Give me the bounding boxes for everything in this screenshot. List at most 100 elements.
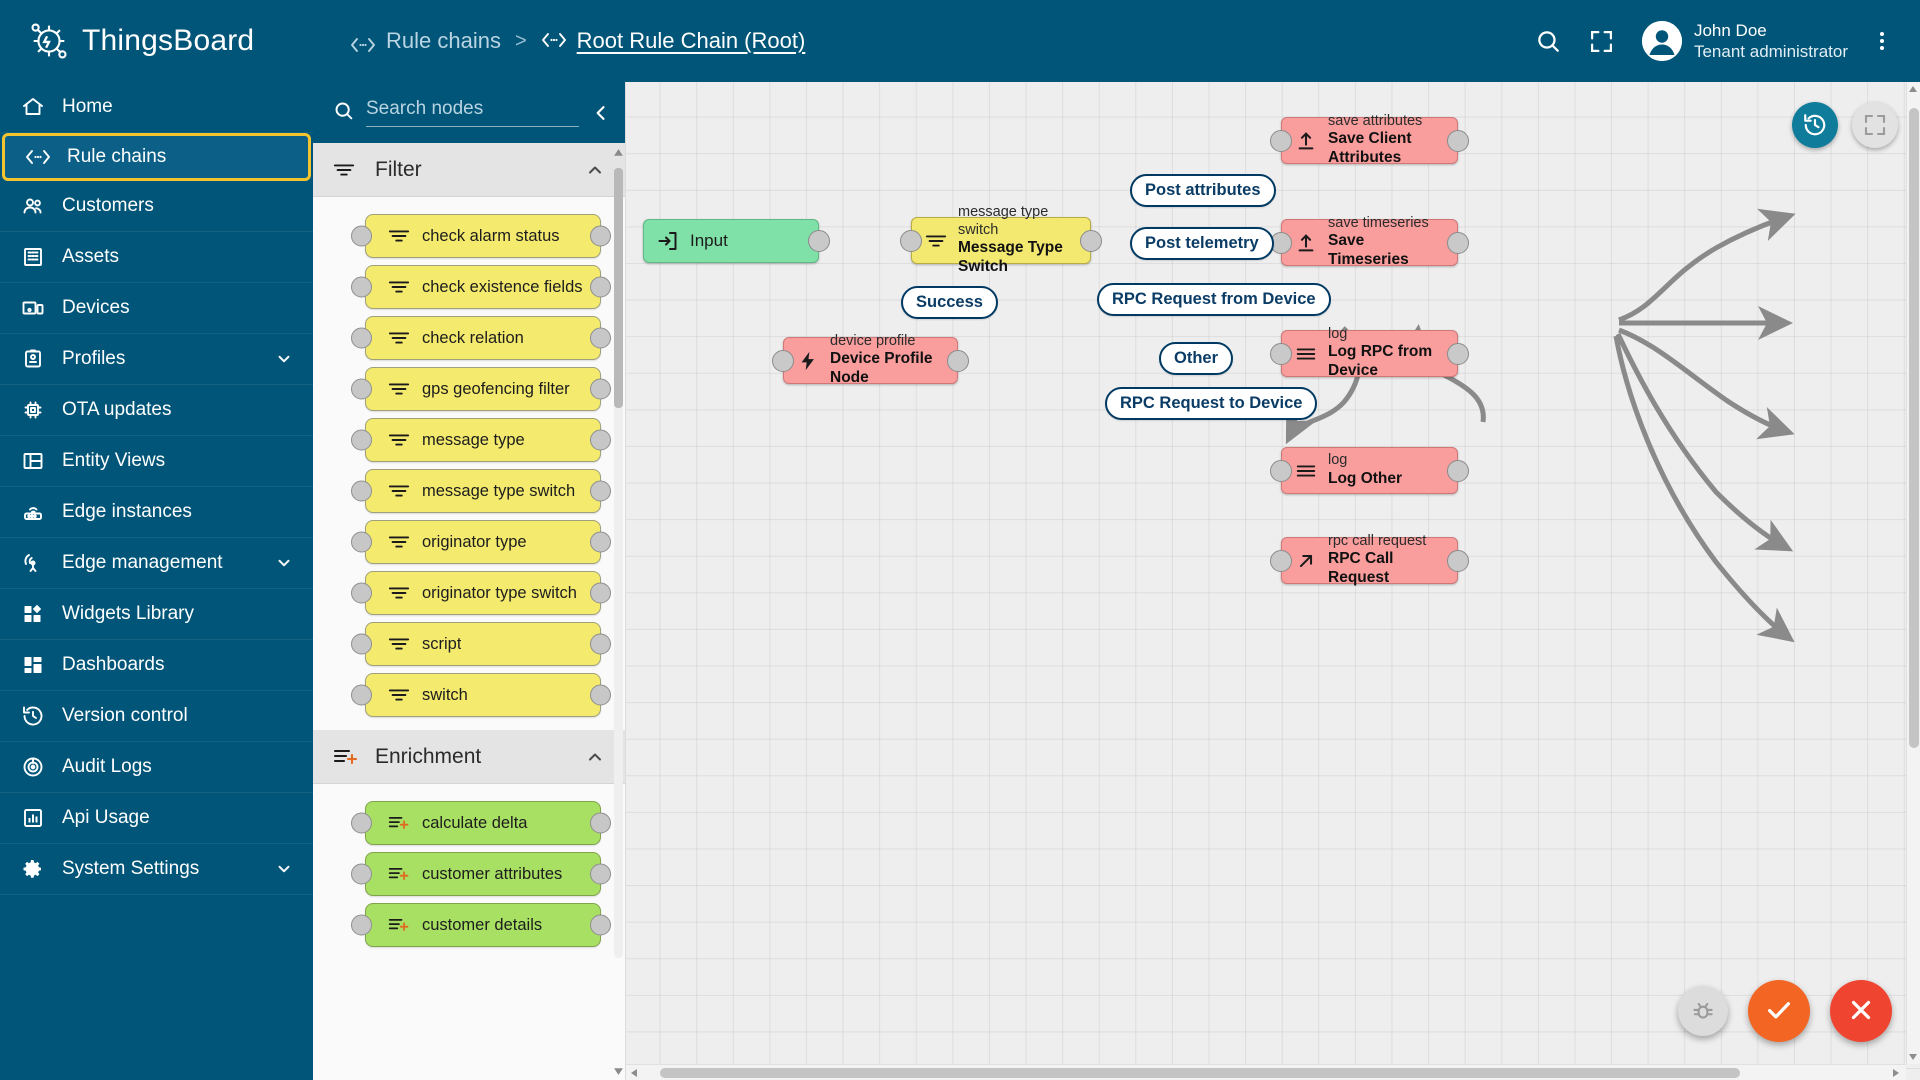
node-input-port[interactable]	[351, 914, 372, 936]
rule-node-input[interactable]: Input	[643, 219, 830, 263]
canvas-scroll-right-arrow[interactable]	[1890, 1068, 1900, 1078]
user-menu[interactable]: John Doe Tenant administrator	[1641, 20, 1848, 63]
apply-changes-button[interactable]	[1748, 980, 1810, 1042]
sidebar-item-system-settings[interactable]: System Settings	[0, 844, 313, 895]
chevron-left-icon[interactable]	[591, 103, 611, 123]
node-input-port[interactable]	[1270, 342, 1292, 365]
connection-label[interactable]: Post telemetry	[1130, 227, 1274, 260]
node-input-port[interactable]	[351, 225, 372, 247]
node-input-port[interactable]	[351, 582, 372, 604]
node-input-port[interactable]	[351, 327, 372, 349]
sidebar-item-ota-updates[interactable]: OTA updates	[0, 385, 313, 436]
search-field[interactable]	[366, 98, 579, 127]
sidebar-item-audit-logs[interactable]: Audit Logs	[0, 742, 313, 793]
connection-label[interactable]: RPC Request to Device	[1105, 387, 1318, 420]
node-output-port[interactable]	[590, 327, 611, 349]
sidebar-item-devices[interactable]: Devices	[0, 283, 313, 334]
sidebar-item-api-usage[interactable]: Api Usage	[0, 793, 313, 844]
node-input-port[interactable]	[351, 633, 372, 655]
palette-node[interactable]: check alarm status	[351, 214, 611, 258]
connection-label[interactable]: Other	[1159, 342, 1234, 375]
fullscreen-icon[interactable]	[1852, 102, 1898, 148]
connection-label[interactable]: RPC Request from Device	[1097, 283, 1331, 316]
palette-node[interactable]: customer details	[351, 903, 611, 947]
palette-node[interactable]: calculate delta	[351, 801, 611, 845]
connection-label[interactable]: Success	[901, 286, 998, 319]
node-output-port[interactable]	[590, 633, 611, 655]
node-input-port[interactable]	[351, 480, 372, 502]
node-input-port[interactable]	[351, 429, 372, 451]
canvas-scroll-up-arrow[interactable]	[1908, 85, 1918, 95]
palette-group-header-filter[interactable]: Filter	[313, 143, 625, 197]
node-input-port[interactable]	[351, 863, 372, 885]
palette-node[interactable]: message type	[351, 418, 611, 462]
palette-node[interactable]: switch	[351, 673, 611, 717]
palette-node[interactable]: check existence fields	[351, 265, 611, 309]
canvas-hscroll-thumb[interactable]	[660, 1068, 1740, 1078]
sidebar-item-dashboards[interactable]: Dashboards	[0, 640, 313, 691]
search-input[interactable]	[366, 98, 579, 127]
fullscreen-icon[interactable]	[1578, 17, 1626, 65]
node-output-port[interactable]	[1447, 342, 1469, 365]
node-output-port[interactable]	[1447, 459, 1469, 482]
node-output-port[interactable]	[808, 230, 830, 252]
breadcrumb-current[interactable]: Root Rule Chain (Root)	[541, 28, 805, 54]
sidebar-item-entity-views[interactable]: Entity Views	[0, 436, 313, 487]
chevron-up-icon[interactable]	[585, 747, 605, 767]
sidebar-item-widgets-library[interactable]: Widgets Library	[0, 589, 313, 640]
sidebar-item-edge-management[interactable]: Edge management	[0, 538, 313, 589]
more-vertical-icon[interactable]	[1858, 17, 1906, 65]
node-output-port[interactable]	[590, 914, 611, 936]
sidebar-item-version-control[interactable]: Version control	[0, 691, 313, 742]
canvas-vertical-scrollbar[interactable]	[1906, 82, 1920, 1064]
node-output-port[interactable]	[590, 863, 611, 885]
cancel-changes-button[interactable]	[1830, 980, 1892, 1042]
node-input-port[interactable]	[351, 531, 372, 553]
palette-node[interactable]: script	[351, 622, 611, 666]
canvas-scroll-left-arrow[interactable]	[630, 1068, 640, 1078]
node-output-port[interactable]	[1447, 129, 1469, 152]
node-input-port[interactable]	[351, 812, 372, 834]
palette-scrollbar-thumb[interactable]	[614, 168, 623, 408]
palette-scroll-up-arrow[interactable]	[613, 148, 624, 159]
node-output-port[interactable]	[590, 684, 611, 706]
node-input-port[interactable]	[1270, 459, 1292, 482]
connection-label[interactable]: Post attributes	[1130, 174, 1276, 207]
node-output-port[interactable]	[590, 480, 611, 502]
node-output-port[interactable]	[590, 225, 611, 247]
chevron-down-icon[interactable]	[275, 350, 293, 368]
canvas-vscroll-thumb[interactable]	[1909, 108, 1919, 748]
node-input-port[interactable]	[351, 684, 372, 706]
sidebar-item-edge-instances[interactable]: Edge instances	[0, 487, 313, 538]
node-input-port[interactable]	[351, 276, 372, 298]
node-output-port[interactable]	[1080, 229, 1102, 252]
palette-node[interactable]: originator type switch	[351, 571, 611, 615]
sidebar-item-home[interactable]: Home	[0, 82, 313, 133]
node-output-port[interactable]	[590, 582, 611, 604]
node-output-port[interactable]	[590, 429, 611, 451]
palette-group-header-enrichment[interactable]: Enrichment	[313, 730, 625, 784]
breadcrumb-parent[interactable]: Rule chains	[350, 28, 501, 54]
history-restore-icon[interactable]	[1792, 102, 1838, 148]
palette-node[interactable]: originator type	[351, 520, 611, 564]
sidebar-item-rule-chains[interactable]: Rule chains	[2, 133, 311, 181]
palette-node[interactable]: gps geofencing filter	[351, 367, 611, 411]
node-input-port[interactable]	[772, 349, 794, 372]
palette-scrollbar[interactable]	[614, 168, 623, 958]
palette-scroll-down-arrow[interactable]	[613, 1065, 624, 1076]
chevron-up-icon[interactable]	[585, 160, 605, 180]
sidebar-item-assets[interactable]: Assets	[0, 232, 313, 283]
palette-node[interactable]: customer attributes	[351, 852, 611, 896]
node-input-port[interactable]	[351, 378, 372, 400]
node-input-port[interactable]	[1270, 549, 1292, 572]
brand[interactable]: ThingsBoard	[0, 0, 313, 82]
node-output-port[interactable]	[590, 378, 611, 400]
